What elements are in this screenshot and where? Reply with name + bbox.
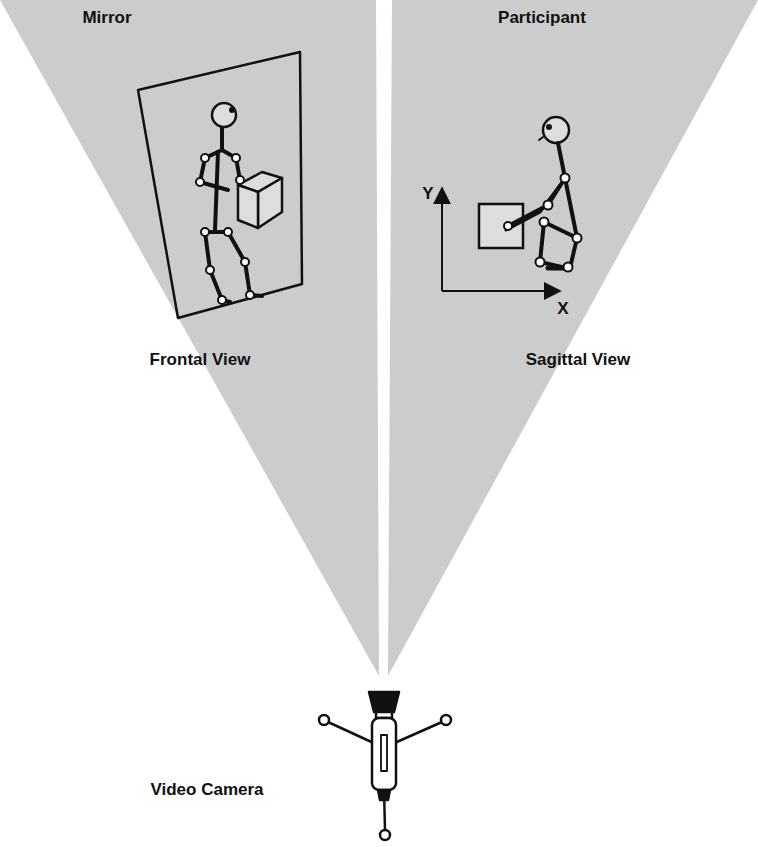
joint xyxy=(224,228,232,236)
left-leg xyxy=(205,232,230,302)
joint xyxy=(246,291,254,299)
camera-mount xyxy=(378,790,390,800)
box-front xyxy=(238,185,258,228)
thigh-near xyxy=(544,222,577,238)
view-caption: Frontal View xyxy=(150,350,251,370)
video-camera xyxy=(319,692,451,840)
camera-slot xyxy=(381,735,387,771)
axis-label: Y xyxy=(422,184,433,204)
device-label: Video Camera xyxy=(150,780,263,800)
box-side xyxy=(258,178,282,228)
joint xyxy=(561,174,570,183)
tripod-foot xyxy=(319,715,329,725)
joint xyxy=(206,266,214,274)
mirror xyxy=(138,52,302,318)
view-caption: Sagittal View xyxy=(526,350,631,370)
joint xyxy=(232,154,240,162)
head xyxy=(212,103,236,127)
joint xyxy=(504,222,512,230)
arm-near xyxy=(508,178,565,226)
sagittal-joints xyxy=(504,174,582,272)
eye xyxy=(229,107,235,113)
camera-body xyxy=(372,718,396,790)
mirror-frame xyxy=(138,52,302,318)
right-leg xyxy=(228,232,262,296)
joint xyxy=(241,258,249,266)
view-heading: Mirror xyxy=(82,8,131,28)
camera-lens xyxy=(369,692,399,712)
sagittal-figure xyxy=(506,117,577,268)
joint xyxy=(236,176,244,184)
joint xyxy=(564,263,573,272)
axis-label: X xyxy=(557,299,568,319)
tripod-foot xyxy=(441,715,451,725)
frontal-joints xyxy=(196,154,254,304)
tripod-foot xyxy=(380,830,390,840)
joint xyxy=(201,154,209,162)
frontal-figure xyxy=(200,103,262,302)
tripod-leg xyxy=(390,722,442,745)
joint xyxy=(196,178,204,186)
view-heading: Participant xyxy=(498,8,586,28)
eye xyxy=(546,124,552,130)
trunk xyxy=(215,152,218,230)
frontal-field xyxy=(0,0,379,676)
joint xyxy=(540,218,549,227)
joint xyxy=(573,234,582,243)
arm-far xyxy=(506,185,560,230)
sagittal-field xyxy=(388,0,758,676)
neck xyxy=(220,128,224,150)
axes xyxy=(442,188,560,291)
joint xyxy=(218,296,226,304)
joint xyxy=(536,258,545,267)
mouth xyxy=(539,137,543,140)
joint xyxy=(544,201,553,210)
y-axis xyxy=(441,188,443,291)
head xyxy=(543,117,569,143)
tripod-leg xyxy=(328,722,378,745)
joint xyxy=(201,228,209,236)
trunk xyxy=(565,178,577,238)
x-axis xyxy=(442,290,560,292)
